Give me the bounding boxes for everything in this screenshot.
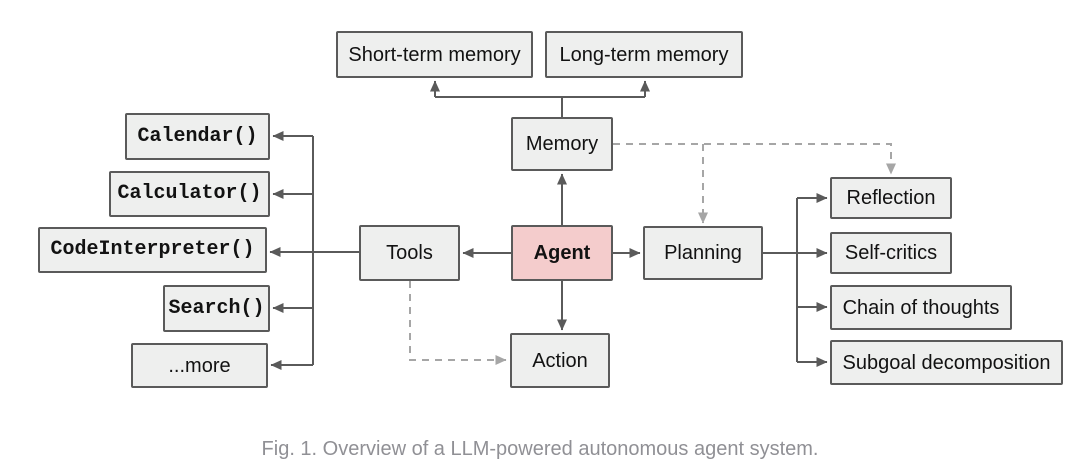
edge-memory-reflection-dashed (613, 143, 896, 175)
node-tools: Tools (359, 225, 460, 281)
node-more: ...more (131, 343, 268, 388)
node-agent: Agent (511, 225, 613, 281)
node-memory: Memory (511, 117, 613, 171)
node-calculator: Calculator() (109, 171, 270, 217)
figure-caption: Fig. 1. Overview of a LLM-powered autono… (261, 438, 819, 460)
node-action: Action (510, 333, 610, 388)
edge-tools-action-dashed (409, 281, 507, 365)
node-subgoal-decomposition: Subgoal decomposition (830, 340, 1063, 385)
node-short-term-memory: Short-term memory (336, 31, 533, 78)
node-calendar: Calendar() (125, 113, 270, 160)
node-search: Search() (163, 285, 270, 332)
node-chain-of-thoughts: Chain of thoughts (830, 285, 1012, 330)
node-self-critics: Self-critics (830, 232, 952, 274)
node-long-term-memory: Long-term memory (545, 31, 743, 78)
node-planning: Planning (643, 226, 763, 280)
node-code-interpreter: CodeInterpreter() (38, 227, 267, 273)
edge-memory-split (435, 96, 645, 117)
node-reflection: Reflection (830, 177, 952, 219)
